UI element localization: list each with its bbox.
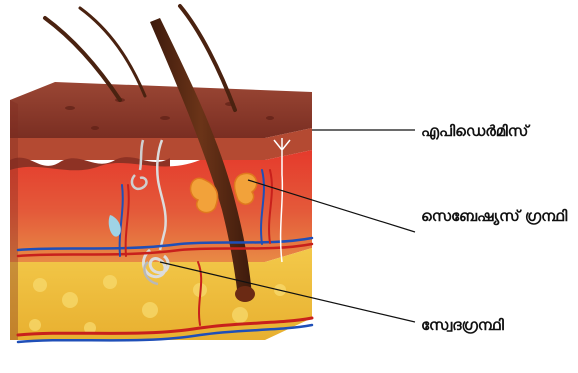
label-sweat-gland: സ്വേദഗ്രന്ഥി — [421, 316, 504, 334]
label-sebaceous-gland: സെബേഷ്യസ് ഗ്രന്ഥി — [421, 207, 567, 225]
hair-bulb — [235, 286, 255, 302]
label-epidermis: എപിഡെർമിസ് — [421, 122, 528, 140]
skin-surface-top — [10, 82, 312, 138]
